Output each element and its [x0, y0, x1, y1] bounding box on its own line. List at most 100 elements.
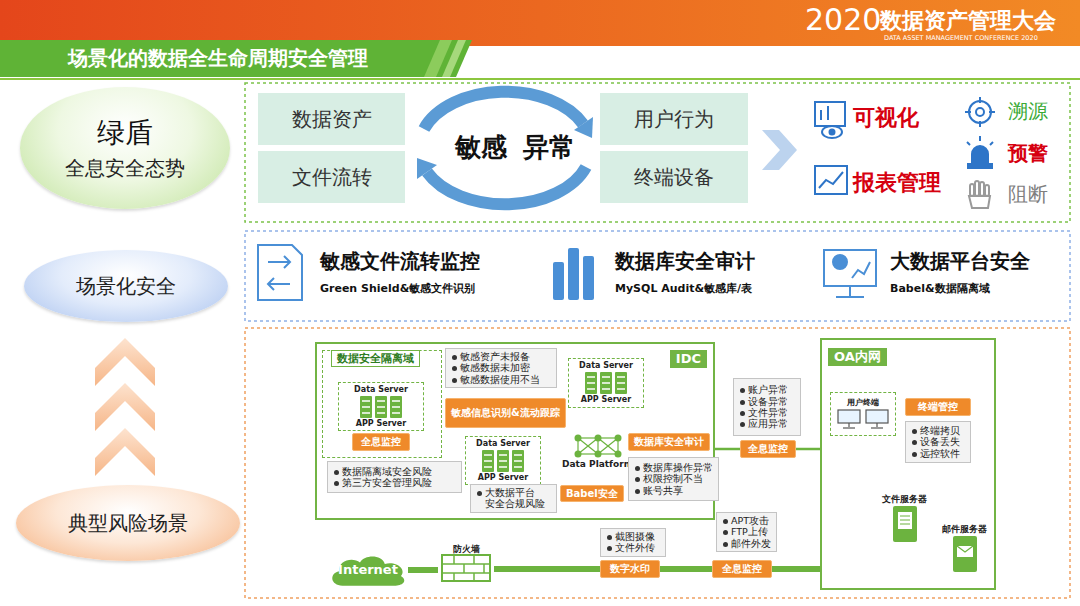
network-pipe	[660, 566, 712, 572]
header-subtitle: DATA ASSET MANAGEMENT CONFERENCE 2020	[884, 35, 1038, 42]
scenario-title: 大数据平台安全	[890, 250, 1030, 273]
monitor-screen	[866, 410, 888, 423]
panel-outline	[245, 328, 1070, 598]
source-box: 终端设备	[600, 151, 748, 203]
panel-outline	[245, 231, 1070, 321]
network-link	[598, 438, 618, 454]
server-slot	[587, 382, 595, 384]
data-platform: Data Platform	[560, 430, 635, 472]
file-server: 文件服务器	[880, 488, 929, 550]
firewall-icon	[441, 554, 491, 582]
node-text: 数据资产	[292, 107, 372, 131]
risk-note: APT攻击FTP上传邮件外发	[716, 512, 777, 552]
source-box: 文件流转	[258, 151, 405, 203]
user-terminal: 用户终端	[830, 392, 896, 436]
server-slot	[392, 412, 400, 414]
function-tag: 数据库安全审计	[628, 433, 710, 451]
network-node	[614, 450, 621, 457]
node-text: Data Server	[354, 385, 408, 395]
node-text: APP Server	[478, 473, 528, 483]
network-link	[578, 438, 598, 454]
mail-envelope	[957, 546, 973, 557]
network-link	[715, 448, 740, 451]
risk-note: 账户异常设备异常文件异常应用异常	[733, 378, 801, 436]
server-slot	[617, 382, 625, 384]
node-text: 设备丢失	[911, 436, 960, 447]
cycle-arrowhead	[574, 117, 593, 138]
server-slot	[377, 412, 385, 414]
oa-region: OA内网用户终端终端管控终端拷贝设备丢失远控软件文件服务器邮件服务器	[820, 338, 996, 590]
server-slot	[499, 460, 507, 462]
server-slot	[514, 460, 522, 462]
idc-region: IDC数据安全隔离域Data ServerAPP Server全息监控数据隔离域…	[315, 342, 715, 520]
function-tag: 数字水印	[600, 560, 660, 578]
network-node	[594, 434, 601, 441]
title-stripe	[442, 40, 466, 77]
server-slot	[484, 454, 492, 456]
file-line	[900, 524, 910, 525]
node-text: 用户终端	[847, 398, 879, 408]
chevron	[95, 428, 155, 476]
node-text: 数字水印	[610, 563, 650, 575]
node-text: 防火墙	[453, 544, 480, 555]
server-unit	[482, 450, 494, 472]
risk-note: 数据库操作异常权限控制不当账号共享	[628, 457, 719, 501]
server-slot	[362, 400, 370, 402]
risk-note: 敏感资产未报备敏感数据未加密敏感数据使用不当	[445, 348, 557, 388]
node-text: 截图摄像	[606, 531, 655, 542]
server-slot	[484, 466, 492, 468]
server-slot	[392, 400, 400, 402]
monitor-stand	[876, 423, 877, 427]
server-unit	[390, 396, 402, 418]
node-text: 绿盾	[97, 116, 153, 150]
network-node	[574, 450, 581, 457]
action-label: 阻断	[1008, 183, 1048, 206]
monitor-stand	[848, 423, 849, 427]
header-year: 2020	[805, 3, 881, 38]
node-text: 文件流转	[292, 165, 372, 189]
server-slot	[499, 466, 507, 468]
node-text: 异常	[523, 132, 575, 163]
alarm-icon	[967, 136, 993, 168]
node-text: APP Server	[581, 395, 631, 405]
mail-flap	[957, 546, 973, 552]
node-text: 账号共享	[634, 485, 683, 496]
monitor-tag: 全息监控	[352, 433, 410, 451]
server-slot	[392, 406, 400, 408]
node-text: 敏感资产未报备	[451, 351, 530, 362]
node-text: 大数据平台 安全合规风险	[476, 487, 551, 510]
feature-label: 报表管理	[853, 170, 941, 195]
node-text: Data Platform	[562, 459, 633, 470]
server-unit	[360, 396, 372, 418]
server-slot	[587, 376, 595, 378]
terminal-icon	[835, 408, 891, 430]
slide-title: 场景化的数据全生命周期安全管理	[68, 45, 368, 72]
file-line	[900, 516, 910, 517]
network-pipe	[408, 567, 438, 573]
monitor-tag: 全息监控	[740, 440, 796, 458]
server-slot	[377, 406, 385, 408]
layer-oval: 典型风险场景	[16, 485, 240, 561]
function-tag: Babel安全	[560, 485, 624, 502]
node-text: APP Server	[356, 419, 406, 429]
risk-note: 截图摄像文件外传	[600, 528, 666, 557]
network-node	[594, 450, 601, 457]
block-icon	[969, 181, 990, 208]
network-pipe	[494, 566, 600, 572]
mailserver-icon	[945, 534, 985, 574]
network-node	[614, 434, 621, 441]
server-slot	[362, 412, 370, 414]
network-node	[574, 434, 581, 441]
node-text: 权限控制不当	[634, 473, 703, 484]
node-text: Data Server	[476, 439, 530, 449]
brick-joint	[463, 564, 465, 573]
server-unit	[375, 396, 387, 418]
source-box: 用户行为	[600, 93, 748, 145]
action-label: 溯源	[1008, 100, 1048, 123]
brick-joint	[453, 573, 455, 581]
server-icon	[480, 449, 526, 473]
function-tag: 敏感信息识别&流动跟踪	[445, 398, 566, 428]
internet-cloud: Internet	[328, 553, 408, 587]
node-text: Data Server	[579, 361, 633, 371]
scenario-title: 敏感文件流转监控	[320, 250, 480, 273]
